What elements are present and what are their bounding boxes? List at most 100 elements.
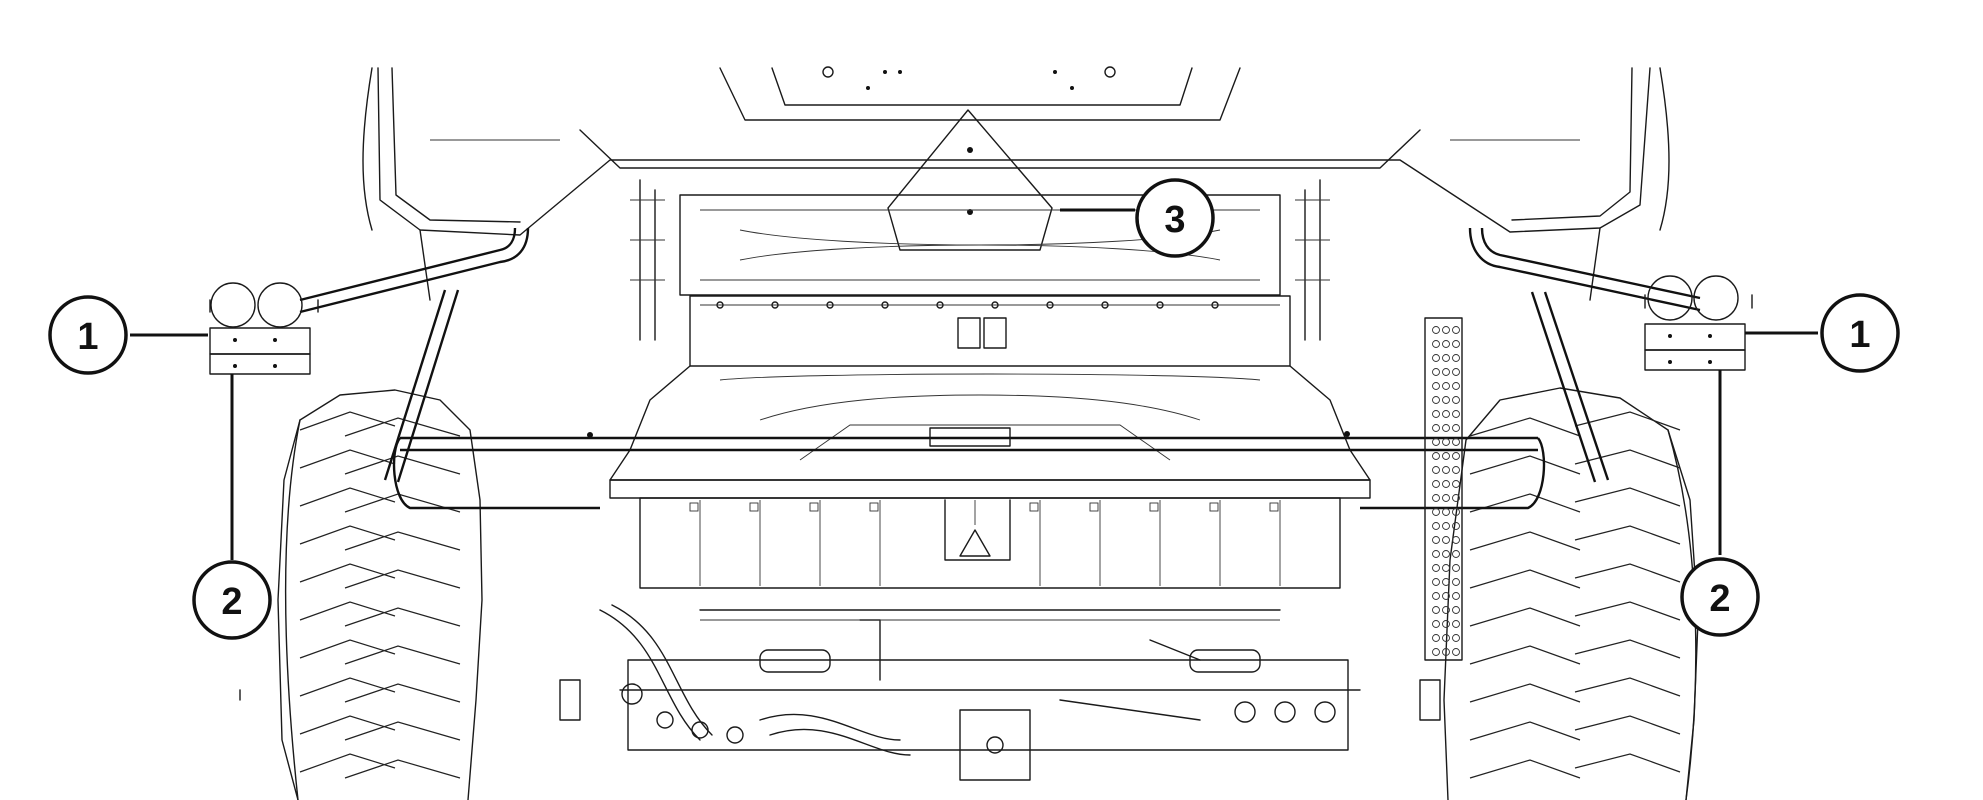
callout-2-left: 2 [192,374,272,640]
perforation [1442,564,1450,572]
lower-chassis [559,604,1441,781]
perforation [1432,620,1440,628]
guard-rail [392,427,1546,510]
bolt [1156,301,1164,309]
perforation [1442,438,1450,446]
cab-frame [362,66,1670,301]
bolt [826,301,834,309]
perforation [1432,522,1440,530]
callout-2-right-label: 2 [1709,578,1730,620]
perforation [1452,452,1460,460]
perforation [1452,536,1460,544]
panel-clip [1269,502,1279,512]
perforation [1442,634,1450,642]
bolt [1211,301,1219,309]
tread-lug [1469,411,1681,437]
tread-lug [1469,639,1681,665]
bolt [771,301,779,309]
perforation [1432,452,1440,460]
perforation [1452,522,1460,530]
perforation [1442,480,1450,488]
perforation [1432,354,1440,362]
perforation [1452,606,1460,614]
left-lamp-assembly [209,227,530,375]
perforation [1432,648,1440,656]
perforation [1432,326,1440,334]
tread-lug [299,601,461,627]
perforation [1442,522,1450,530]
bolt [716,301,724,309]
perforation [1432,508,1440,516]
tread-lug [1469,525,1681,551]
perforation [1432,536,1440,544]
perforation [1442,354,1450,362]
tread-lug [299,639,461,665]
bolt [936,301,944,309]
perforation [1452,368,1460,376]
perforation [1442,550,1450,558]
tread-lug [1469,715,1681,741]
perforation [1432,382,1440,390]
perforation [1442,592,1450,600]
callout-1-right-label: 1 [1849,314,1870,356]
center-plate [887,109,1053,251]
perforation [1442,508,1450,516]
perforation [1432,340,1440,348]
perforation [1452,410,1460,418]
perforation [1442,424,1450,432]
perforation [1452,354,1460,362]
left-tire [277,389,483,800]
perforation [1452,466,1460,474]
tread-lug [1469,753,1681,779]
panel-clip [1089,502,1099,512]
perforation [1432,410,1440,418]
perforation [1432,606,1440,614]
perforation [1442,494,1450,502]
panel-clip [689,502,699,512]
perforation [1452,424,1460,432]
panel-clip [869,502,879,512]
bolt [1046,301,1054,309]
perforation [1432,424,1440,432]
tread-lug [1469,601,1681,627]
perforation [1452,438,1460,446]
tread-lug [1469,449,1681,475]
perforation [1452,340,1460,348]
perforation [1432,480,1440,488]
bolt [881,301,889,309]
perforation [1442,578,1450,586]
tread-lug [299,563,461,589]
perforation [1452,550,1460,558]
perforation [1442,466,1450,474]
tread-lug [299,753,461,779]
perforation [1442,340,1450,348]
panel-clip [1029,502,1039,512]
callout-1-left: 1 [48,295,208,375]
perforation [1432,396,1440,404]
perforation [1452,494,1460,502]
perforation [1442,396,1450,404]
perforation [1452,396,1460,404]
perforation [1452,326,1460,334]
perforation [1442,410,1450,418]
perforation [1452,564,1460,572]
perforation [1432,634,1440,642]
panel-clip [1209,502,1219,512]
tread-lug [1469,677,1681,703]
perforation [1442,382,1450,390]
perforation [1432,368,1440,376]
perforation [1442,452,1450,460]
perforation [1442,620,1450,628]
callout-2-left-label: 2 [221,581,242,623]
right-lamp-assembly [1468,227,1753,371]
perforation [1452,634,1460,642]
perforation [1452,592,1460,600]
tread-lug [1469,563,1681,589]
callout-1-right: 1 [1745,293,1900,373]
tread-lug [299,677,461,703]
perforation [1432,550,1440,558]
perforation [1432,578,1440,586]
radiator-assembly [630,179,1330,367]
perforation [1452,648,1460,656]
panel-clip [749,502,759,512]
